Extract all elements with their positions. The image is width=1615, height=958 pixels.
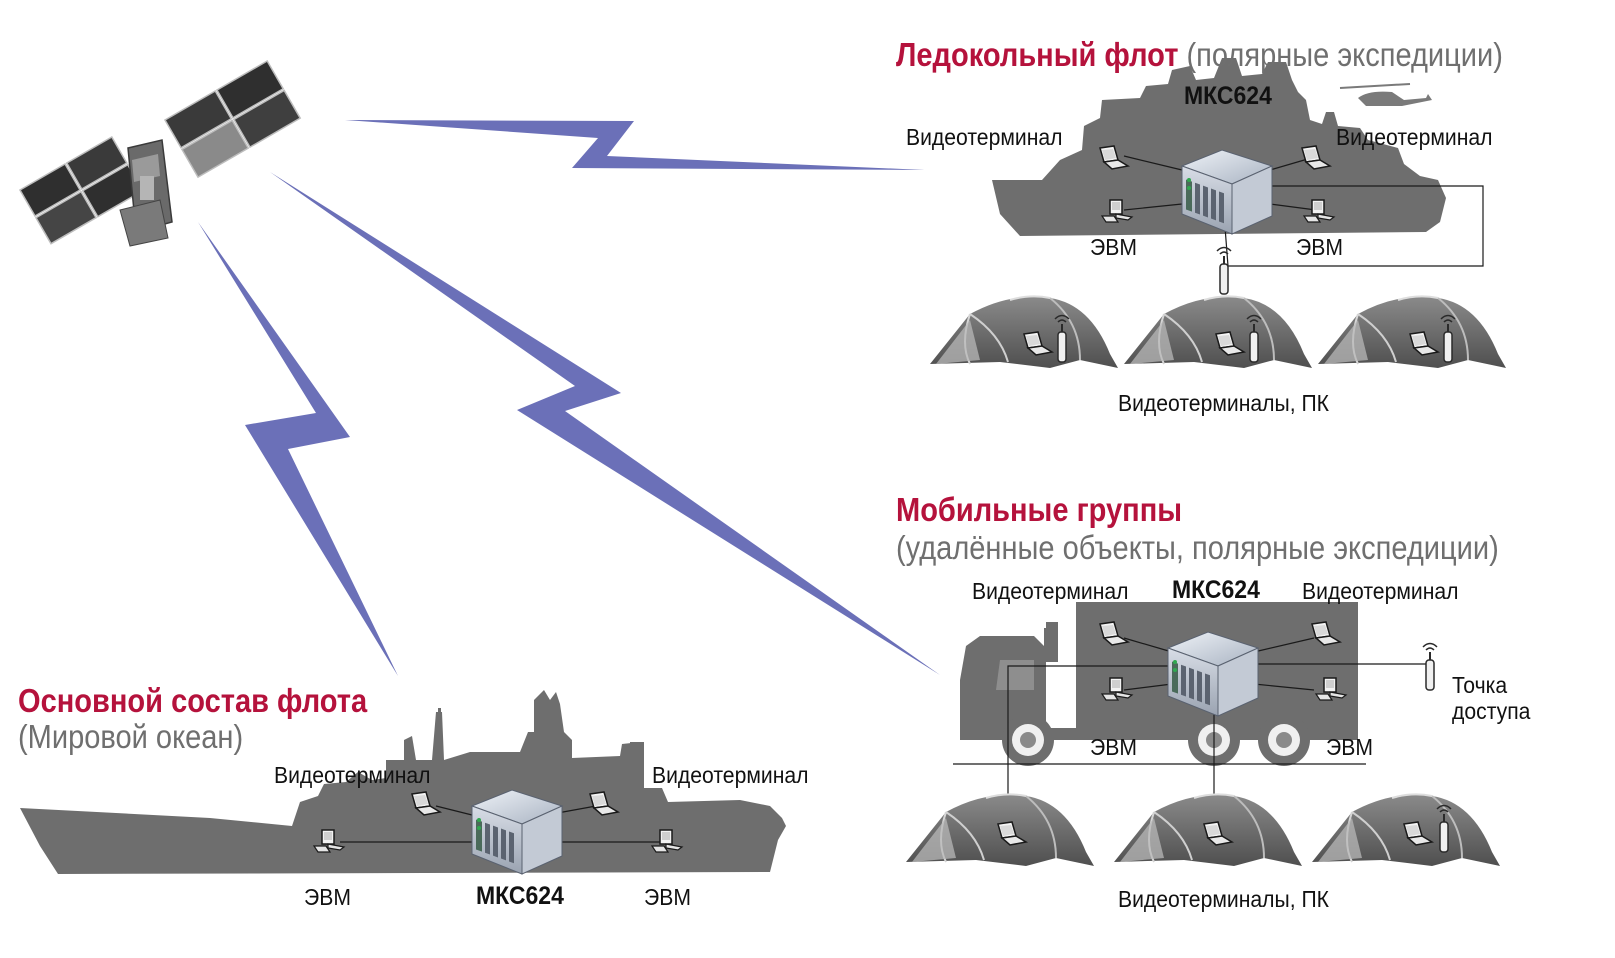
mobile-title: Мобильные группы — [896, 493, 1182, 526]
antenna-icon — [1422, 642, 1438, 691]
mobile-pc-right-label: ЭВМ — [1326, 734, 1373, 760]
main-fleet-subtitle: (Мировой океан) — [18, 718, 244, 755]
mobile-terminal-right-label: Видеотерминал — [1302, 578, 1459, 604]
link-to-mobile — [270, 172, 940, 675]
mobile-tents-caption: Видеотерминалы, ПК — [1118, 886, 1330, 912]
mobile-pc-left-label: ЭВМ — [1090, 734, 1137, 760]
truck-silhouette — [960, 602, 1358, 766]
main-fleet-terminal-left-label: Видеотерминал — [274, 762, 431, 788]
main-fleet-title: Основной состав флота — [18, 684, 367, 717]
link-to-main-fleet — [198, 222, 398, 676]
mobile-access-point-line2: доступа — [1452, 698, 1531, 724]
mobile-subtitle: (удалённые объекты, полярные экспедиции) — [896, 529, 1499, 566]
antenna-icon — [1216, 246, 1232, 295]
mobile-terminal-left-label: Видеотерминал — [972, 578, 1129, 604]
mobile-device-label: МКС624 — [1172, 576, 1260, 604]
icebreaker-device-label: МКС624 — [1184, 82, 1272, 110]
icebreaker-title-sub: (полярные экспедиции) — [1186, 36, 1503, 73]
main-fleet-pc-left-label: ЭВМ — [304, 884, 351, 910]
mobile-title-main: Мобильные группы — [896, 491, 1183, 528]
link-to-icebreaker — [345, 120, 925, 170]
main-fleet-terminal-right-label: Видеотерминал — [652, 762, 809, 788]
satellite-icon — [18, 59, 302, 247]
icebreaker-terminal-right-label: Видеотерминал — [1336, 124, 1493, 150]
main-fleet-device-label: МКС624 — [476, 882, 564, 910]
icebreaker-silhouette — [992, 58, 1446, 236]
tent-icon — [1317, 295, 1507, 369]
mobile-access-point-line1: Точка — [1452, 672, 1508, 698]
main-fleet-pc-right-label: ЭВМ — [644, 884, 691, 910]
icebreaker-tents-caption: Видеотерминалы, ПК — [1118, 390, 1330, 416]
icebreaker-pc-left-label: ЭВМ — [1090, 234, 1137, 260]
ship-silhouette — [20, 690, 786, 874]
icebreaker-title: Ледокольный флот (полярные экспедиции) — [896, 38, 1503, 71]
icebreaker-pc-right-label: ЭВМ — [1296, 234, 1343, 260]
icebreaker-terminal-left-label: Видеотерминал — [906, 124, 1063, 150]
tent-icon — [929, 295, 1119, 369]
tent-icon — [1123, 295, 1313, 369]
helicopter-icon — [1339, 83, 1432, 106]
main-fleet-title-main: Основной состав флота — [18, 682, 368, 719]
icebreaker-title-main: Ледокольный флот — [896, 36, 1179, 73]
